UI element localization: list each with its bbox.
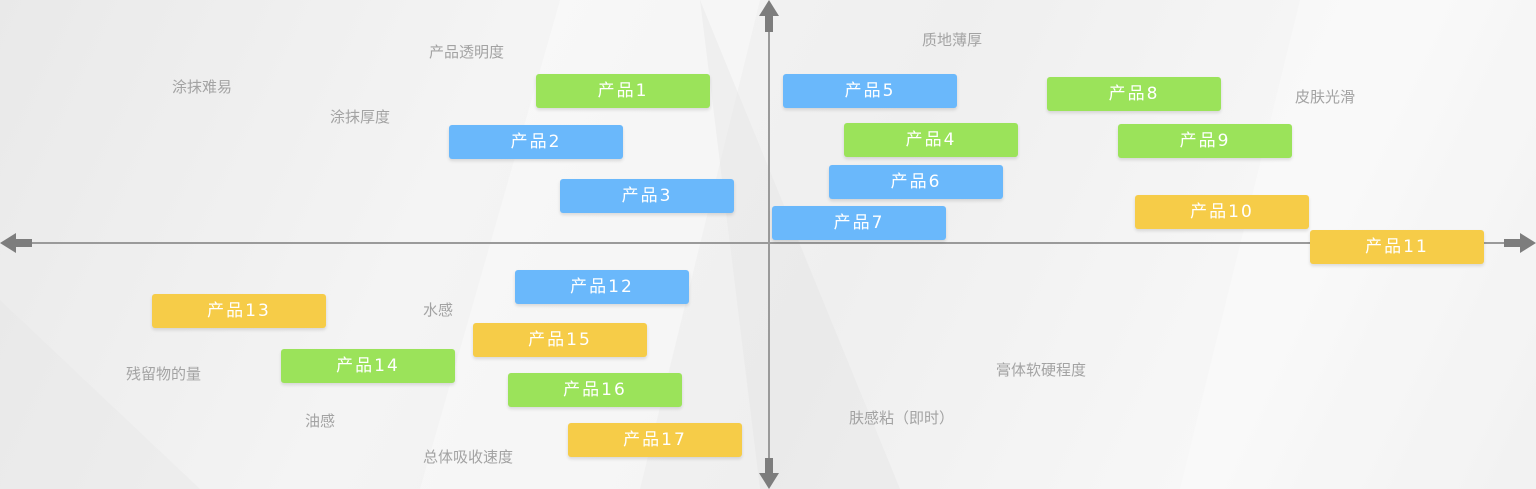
product-box: 产品10 xyxy=(1135,195,1309,229)
product-box: 产品1 xyxy=(536,74,710,108)
product-box: 产品9 xyxy=(1118,124,1292,158)
attr-skin-smoothness: 皮肤光滑 xyxy=(1295,88,1356,106)
attr-spread-thickness: 涂抹厚度 xyxy=(330,108,391,126)
product-box: 产品4 xyxy=(844,123,1018,157)
product-box: 产品15 xyxy=(473,323,647,357)
product-box: 产品12 xyxy=(515,270,689,304)
arrow-up-icon xyxy=(759,0,779,32)
attr-water-feel: 水感 xyxy=(423,301,454,319)
attr-absorb-speed: 总体吸收速度 xyxy=(423,448,514,466)
product-box: 产品17 xyxy=(568,423,742,457)
arrow-right-icon xyxy=(1504,233,1536,253)
product-box: 产品13 xyxy=(152,294,326,328)
product-box: 产品14 xyxy=(281,349,455,383)
arrow-left-icon xyxy=(0,233,32,253)
attr-product-transparency: 产品透明度 xyxy=(429,43,505,61)
attr-residue-amount: 残留物的量 xyxy=(126,365,202,383)
arrow-down-icon xyxy=(759,458,779,489)
product-box: 产品6 xyxy=(829,165,1003,199)
attr-spread-ease: 涂抹难易 xyxy=(172,78,233,96)
attr-oily-feel: 油感 xyxy=(305,412,336,430)
attr-skin-stickiness: 肤感粘（即时） xyxy=(849,409,955,427)
product-box: 产品16 xyxy=(508,373,682,407)
product-box: 产品11 xyxy=(1310,230,1484,264)
product-box: 产品3 xyxy=(560,179,734,213)
product-box: 产品7 xyxy=(772,206,946,240)
product-box: 产品5 xyxy=(783,74,957,108)
attr-paste-hardness: 膏体软硬程度 xyxy=(996,361,1087,379)
attr-texture-thickness: 质地薄厚 xyxy=(922,31,983,49)
product-box: 产品8 xyxy=(1047,77,1221,111)
product-box: 产品2 xyxy=(449,125,623,159)
